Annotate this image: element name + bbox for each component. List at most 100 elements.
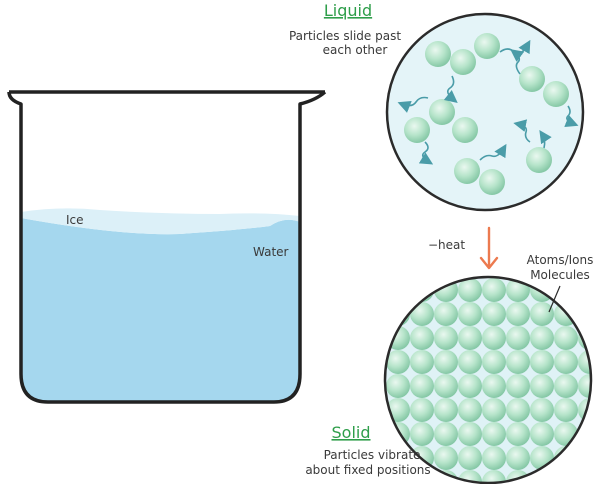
particle bbox=[429, 99, 455, 125]
particle bbox=[554, 350, 578, 374]
motion-arrows bbox=[397, 39, 579, 165]
heat-label: −heat bbox=[428, 238, 465, 252]
particle bbox=[386, 374, 410, 398]
motion-arrow bbox=[510, 49, 525, 75]
particle bbox=[434, 374, 458, 398]
liquid-particles bbox=[404, 33, 569, 195]
particle bbox=[385, 277, 386, 278]
water-label: Water bbox=[253, 245, 289, 259]
particle bbox=[506, 398, 530, 422]
particle bbox=[458, 374, 482, 398]
particle bbox=[506, 326, 530, 350]
motion-arrow bbox=[564, 105, 579, 127]
particle bbox=[458, 326, 482, 350]
particle bbox=[425, 41, 451, 67]
particle bbox=[452, 117, 478, 143]
particle-label-line2: Molecules bbox=[530, 268, 590, 282]
particle bbox=[578, 470, 591, 483]
particle bbox=[530, 302, 554, 326]
motion-arrow bbox=[418, 141, 434, 165]
particle bbox=[506, 350, 530, 374]
particle bbox=[410, 398, 434, 422]
particle bbox=[434, 422, 458, 446]
particle bbox=[530, 398, 554, 422]
particle bbox=[450, 49, 476, 75]
particle bbox=[474, 33, 500, 59]
particle bbox=[554, 374, 578, 398]
particle bbox=[482, 422, 506, 446]
particle bbox=[526, 147, 552, 173]
particle bbox=[543, 81, 569, 107]
particle bbox=[482, 374, 506, 398]
particle bbox=[482, 350, 506, 374]
particle bbox=[410, 277, 434, 278]
particle bbox=[386, 277, 410, 278]
particle bbox=[482, 302, 506, 326]
particle bbox=[404, 117, 430, 143]
cooling-transition: −heat bbox=[428, 226, 499, 270]
particle bbox=[482, 326, 506, 350]
motion-arrow bbox=[397, 96, 429, 113]
solid-caption-line1: Particles vibrate bbox=[324, 448, 421, 462]
down-arrow-icon bbox=[479, 226, 499, 270]
particle bbox=[458, 398, 482, 422]
liquid-particle-circle bbox=[385, 12, 585, 212]
particle bbox=[506, 446, 530, 470]
particle bbox=[554, 326, 578, 350]
particle bbox=[410, 302, 434, 326]
particle bbox=[482, 446, 506, 470]
particle bbox=[458, 350, 482, 374]
solid-circle-border bbox=[383, 275, 593, 484]
particle bbox=[410, 422, 434, 446]
particle bbox=[434, 398, 458, 422]
particle bbox=[458, 302, 482, 326]
particle bbox=[458, 422, 482, 446]
particle bbox=[410, 278, 434, 302]
particle bbox=[385, 326, 386, 350]
motion-arrow bbox=[479, 143, 507, 161]
particle bbox=[410, 350, 434, 374]
beaker: Ice Water bbox=[7, 90, 327, 404]
particle bbox=[482, 277, 506, 278]
particle bbox=[578, 446, 591, 470]
particle-label-pointer bbox=[548, 285, 561, 313]
particle bbox=[554, 470, 578, 483]
liquid-title: Liquid bbox=[324, 1, 372, 20]
particle bbox=[410, 326, 434, 350]
particle bbox=[434, 446, 458, 470]
particle bbox=[385, 374, 386, 398]
particle bbox=[506, 302, 530, 326]
particle bbox=[386, 278, 410, 302]
motion-arrow bbox=[443, 75, 458, 103]
particle bbox=[434, 350, 458, 374]
particle bbox=[386, 350, 410, 374]
particle bbox=[482, 278, 506, 302]
motion-arrow bbox=[539, 130, 552, 149]
particle bbox=[506, 422, 530, 446]
particle bbox=[530, 350, 554, 374]
solid-title: Solid bbox=[332, 423, 371, 442]
particle bbox=[482, 398, 506, 422]
particle bbox=[434, 277, 458, 278]
beaker-outline bbox=[7, 90, 327, 404]
particle bbox=[454, 158, 480, 184]
particle bbox=[385, 278, 386, 302]
liquid-caption-line2: each other bbox=[323, 43, 388, 57]
particle bbox=[458, 446, 482, 470]
particle bbox=[410, 374, 434, 398]
particle bbox=[578, 302, 591, 326]
particle bbox=[479, 169, 505, 195]
particle bbox=[458, 277, 482, 278]
particle bbox=[458, 278, 482, 302]
particle bbox=[434, 302, 458, 326]
particle bbox=[385, 398, 386, 422]
liquid-caption-line1: Particles slide past bbox=[289, 29, 401, 43]
particle bbox=[386, 302, 410, 326]
particle-label-line1: Atoms/Ions bbox=[527, 253, 594, 267]
particle bbox=[530, 374, 554, 398]
motion-arrow bbox=[513, 119, 531, 143]
particle bbox=[530, 422, 554, 446]
particle bbox=[385, 302, 386, 326]
particle bbox=[554, 398, 578, 422]
